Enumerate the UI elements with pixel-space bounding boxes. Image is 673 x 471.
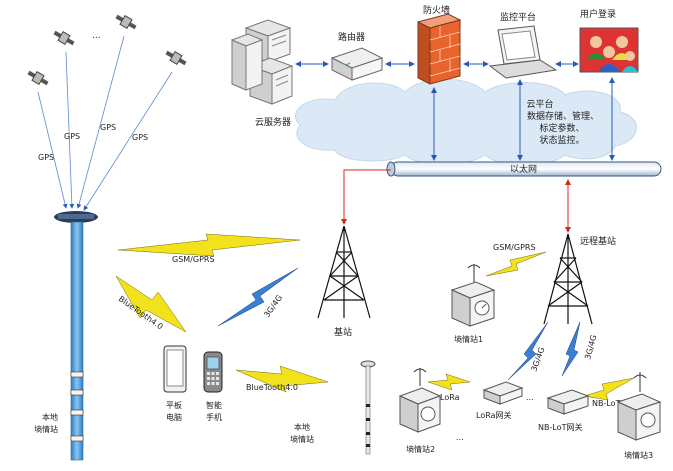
user-login-label: 用户登录 xyxy=(580,8,616,20)
cloud-server-label: 云服务器 xyxy=(255,116,291,128)
gps-label-1: GPS xyxy=(38,153,54,162)
lightning-bluetooth-upper xyxy=(115,275,187,333)
cloud-desc-line2: 标定参数、 xyxy=(539,122,584,134)
cloud-desc-line1: 数据存储、管理、 xyxy=(527,110,599,122)
base-station-label: 基站 xyxy=(334,326,352,338)
remote-base-label: 远程基站 xyxy=(580,235,616,247)
lightning-gsm-left xyxy=(117,233,301,257)
satellite-icon-2 xyxy=(53,30,75,46)
smartphone-icon xyxy=(203,351,223,393)
monitor-label: 监控平台 xyxy=(500,11,536,23)
bluetooth-label-lower: BlueTooth4.0 xyxy=(246,383,298,392)
base-station-tower-icon xyxy=(317,225,371,319)
gps-link-4 xyxy=(83,71,173,211)
ethernet-label: 以太网 xyxy=(510,163,537,175)
gsm-label-right: GSM/GPRS xyxy=(493,243,536,252)
link-bus-base-station xyxy=(341,169,391,225)
station-2-label: 墒情站2 xyxy=(406,444,435,454)
satellite-icon-1 xyxy=(27,70,49,86)
gps-link-1 xyxy=(37,91,68,209)
gps-label-4: GPS xyxy=(132,133,148,142)
phone-label-1: 智能 xyxy=(206,400,222,410)
station-2-ellipsis: ... xyxy=(456,433,464,442)
tablet-label-1: 平板 xyxy=(166,400,182,410)
station-1-label: 墒情站1 xyxy=(454,334,483,344)
gsm-label-left: GSM/GPRS xyxy=(172,255,215,264)
firewall-icon xyxy=(416,13,462,85)
gps-label-3: GPS xyxy=(100,123,116,132)
moisture-station-2-icon xyxy=(398,368,442,433)
cloud-desc-line3: 状态监控。 xyxy=(539,134,584,146)
lora-label: LoRa xyxy=(440,393,460,402)
local-station-label-1: 本地 xyxy=(294,422,310,432)
user-login-icon xyxy=(579,27,639,73)
tablet-icon xyxy=(163,345,187,393)
lightning-nbiot xyxy=(583,377,635,401)
lightning-3g4g-nbiot xyxy=(561,321,581,377)
lora-gateway-icon xyxy=(482,381,524,405)
cloud-platform xyxy=(294,78,637,166)
lightning-3g4g-lora xyxy=(507,321,549,381)
moisture-station-3-icon xyxy=(616,372,662,441)
nbiot-label: NB-LoT xyxy=(592,399,621,408)
local-station-label-2: 墒情站 xyxy=(290,434,314,444)
cloud-server-icon xyxy=(230,19,294,105)
phone-label-2: 手机 xyxy=(206,412,222,422)
station-3-label: 墒情站3 xyxy=(624,450,653,460)
lightning-gsm-right xyxy=(485,251,547,277)
gps-label-2: GPS xyxy=(64,132,80,141)
moisture-station-1-icon xyxy=(450,264,496,327)
g34-label-nbiot: 3G/4G xyxy=(583,334,598,361)
tablet-label-2: 电脑 xyxy=(166,412,182,422)
gps-link-2 xyxy=(65,51,75,209)
satellite-icon-3 xyxy=(115,14,137,30)
nbiot-gateway-label: NB-LoT网关 xyxy=(538,422,582,432)
local-station-probe-icon xyxy=(360,360,376,455)
gateway-ellipsis: ... xyxy=(526,393,534,402)
cloud-title: 云平台 xyxy=(526,98,553,110)
remote-base-tower-icon xyxy=(543,233,593,325)
satellite-icon-4 xyxy=(165,50,187,66)
router-icon xyxy=(330,47,384,81)
lora-gateway-label: LoRa网关 xyxy=(476,410,512,420)
lightning-3g4g-left xyxy=(217,267,299,327)
router-label: 路由器 xyxy=(338,31,365,43)
g34-label-left: 3G/4G xyxy=(262,293,284,319)
local-moisture-pole-icon xyxy=(54,211,98,461)
ethernet-bus xyxy=(386,161,662,177)
nbiot-gateway-icon xyxy=(546,389,590,415)
lightning-bluetooth-lower xyxy=(235,365,329,393)
lightning-lora xyxy=(427,373,471,391)
monitor-laptop-icon xyxy=(488,25,558,79)
satellite-ellipsis: ... xyxy=(92,31,101,41)
gps-link-3 xyxy=(76,35,125,209)
left-station-label-2: 墒情站 xyxy=(34,424,58,434)
left-station-label-1: 本地 xyxy=(42,412,58,422)
firewall-label: 防火墙 xyxy=(423,4,450,16)
